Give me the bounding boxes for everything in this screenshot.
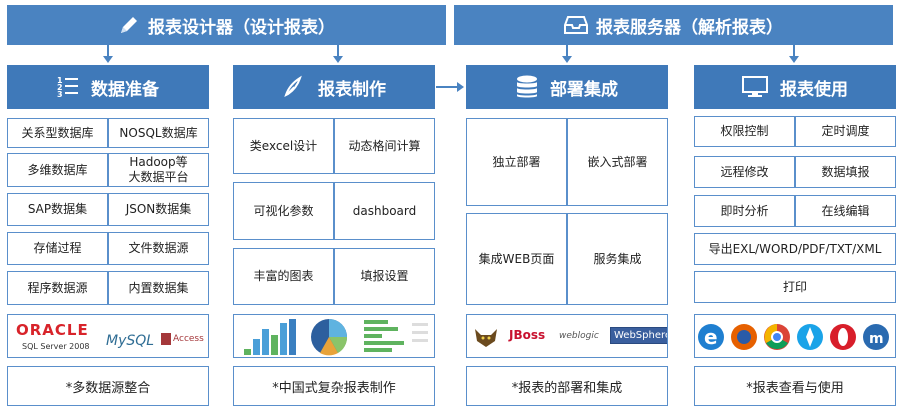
relational-db: 关系型数据库 xyxy=(7,118,108,148)
print: 打印 xyxy=(694,271,896,303)
hadoop-bigdata: Hadoop等 大数据平台 xyxy=(108,153,209,187)
pen-icon xyxy=(282,75,306,99)
svg-text:1: 1 xyxy=(57,76,63,85)
report-making-row: 可视化参数 dashboard xyxy=(233,182,435,240)
ie-icon: e xyxy=(698,324,724,350)
server-banner-title: 报表服务器（解析报表） xyxy=(596,17,783,38)
web-page-integration: 集成WEB页面 xyxy=(466,213,567,305)
database-logos: ORACLE SQL Server 2008 MySQL Access xyxy=(7,314,209,358)
json-dataset: JSON数据集 xyxy=(108,193,209,226)
arrow-1-head xyxy=(103,56,113,63)
data-prep-row: 存储过程 文件数据源 xyxy=(7,232,209,265)
inbox-icon xyxy=(564,15,588,35)
data-fill: 数据填报 xyxy=(795,156,896,188)
col-report-making-title: 报表制作 xyxy=(318,79,386,100)
maxthon-icon: m xyxy=(863,324,889,350)
report-making-row: 丰富的图表 填报设置 xyxy=(233,248,435,305)
svg-text:3: 3 xyxy=(57,90,63,99)
embedded-deploy: 嵌入式部署 xyxy=(567,118,668,206)
multidim-db: 多维数据库 xyxy=(7,153,108,187)
sqlserver-logo: SQL Server 2008 xyxy=(22,342,90,351)
server-banner: 报表服务器（解析报表） xyxy=(454,5,893,45)
col-usage-header: 报表使用 xyxy=(694,65,896,109)
browser-logos: e m xyxy=(694,314,896,358)
opera-icon xyxy=(830,324,856,350)
chart-thumbnails xyxy=(233,314,435,358)
arrow-2 xyxy=(337,45,339,57)
arrow-3-head xyxy=(562,56,572,63)
weblogic-logo: weblogic xyxy=(559,331,599,341)
service-integration: 服务集成 xyxy=(567,213,668,305)
dashboard: dashboard xyxy=(334,182,435,240)
server-logos: JBoss weblogic WebSphere. xyxy=(466,314,668,358)
jboss-logo: JBoss xyxy=(509,328,546,342)
svg-text:2: 2 xyxy=(57,83,63,92)
safari-icon xyxy=(797,324,823,350)
col-data-prep-title: 数据准备 xyxy=(91,79,159,100)
col-report-making-header: 报表制作 xyxy=(233,65,435,109)
websphere-logo: WebSphere. xyxy=(610,327,667,344)
visual-params: 可视化参数 xyxy=(233,182,334,240)
arrow-2-head xyxy=(333,56,343,63)
permission-control: 权限控制 xyxy=(694,116,795,147)
arrow-right xyxy=(436,86,458,88)
rich-charts: 丰富的图表 xyxy=(233,248,334,305)
usage-row: 权限控制 定时调度 xyxy=(694,116,896,147)
database-icon xyxy=(516,75,538,99)
arrow-4-head xyxy=(789,56,799,63)
standalone-deploy: 独立部署 xyxy=(466,118,567,206)
remote-edit: 远程修改 xyxy=(694,156,795,188)
file-datasource: 文件数据源 xyxy=(108,232,209,265)
deploy-note: *报表的部署和集成 xyxy=(466,366,668,406)
col-usage-title: 报表使用 xyxy=(780,79,848,100)
chart-thumbnail-image xyxy=(244,319,428,356)
usage-note: *报表查看与使用 xyxy=(694,366,896,406)
chrome-icon xyxy=(764,324,790,350)
firefox-icon xyxy=(731,324,757,350)
excel-like-design: 类excel设计 xyxy=(233,118,334,174)
usage-row: 远程修改 数据填报 xyxy=(694,156,896,188)
instant-analysis: 即时分析 xyxy=(694,195,795,227)
data-prep-note: *多数据源整合 xyxy=(7,366,209,406)
col-deploy-header: 部署集成 xyxy=(466,65,668,109)
data-prep-row: 关系型数据库 NOSQL数据库 xyxy=(7,118,209,148)
usage-row: 即时分析 在线编辑 xyxy=(694,195,896,227)
report-making-note: *中国式复杂报表制作 xyxy=(233,366,435,406)
browser-icons: e m xyxy=(698,324,889,350)
data-prep-row: SAP数据集 JSON数据集 xyxy=(7,193,209,226)
oracle-logo: ORACLE xyxy=(16,321,89,339)
tomcat-icon xyxy=(473,325,499,349)
program-datasource: 程序数据源 xyxy=(7,271,108,305)
svg-text:m: m xyxy=(869,331,884,347)
deploy-row: 独立部署 嵌入式部署 xyxy=(466,118,668,206)
arrow-3 xyxy=(566,45,568,57)
arrow-4 xyxy=(793,45,795,57)
arrow-1 xyxy=(107,45,109,57)
nosql-db: NOSQL数据库 xyxy=(108,118,209,148)
access-logo: Access xyxy=(161,333,204,345)
pencil-icon xyxy=(118,14,140,36)
monitor-icon xyxy=(742,75,768,99)
data-prep-row: 多维数据库 Hadoop等 大数据平台 xyxy=(7,153,209,187)
report-making-row: 类excel设计 动态格间计算 xyxy=(233,118,435,174)
builtin-dataset: 内置数据集 xyxy=(108,271,209,305)
deploy-row: 集成WEB页面 服务集成 xyxy=(466,213,668,305)
col-deploy-title: 部署集成 xyxy=(550,79,618,100)
access-icon xyxy=(161,333,171,345)
data-prep-row: 程序数据源 内置数据集 xyxy=(7,271,209,305)
svg-text:e: e xyxy=(704,325,718,349)
mysql-logo: MySQL xyxy=(106,333,155,349)
scheduled-dispatch: 定时调度 xyxy=(795,116,896,147)
arrow-right-head xyxy=(457,82,464,92)
export-formats: 导出EXL/WORD/PDF/TXT/XML xyxy=(694,233,896,265)
stored-procedure: 存储过程 xyxy=(7,232,108,265)
fill-settings: 填报设置 xyxy=(334,248,435,305)
sap-dataset: SAP数据集 xyxy=(7,193,108,226)
designer-banner-title: 报表设计器（设计报表） xyxy=(148,17,335,38)
dynamic-cell-calc: 动态格间计算 xyxy=(334,118,435,174)
online-edit: 在线编辑 xyxy=(795,195,896,227)
designer-banner: 报表设计器（设计报表） xyxy=(7,5,446,45)
